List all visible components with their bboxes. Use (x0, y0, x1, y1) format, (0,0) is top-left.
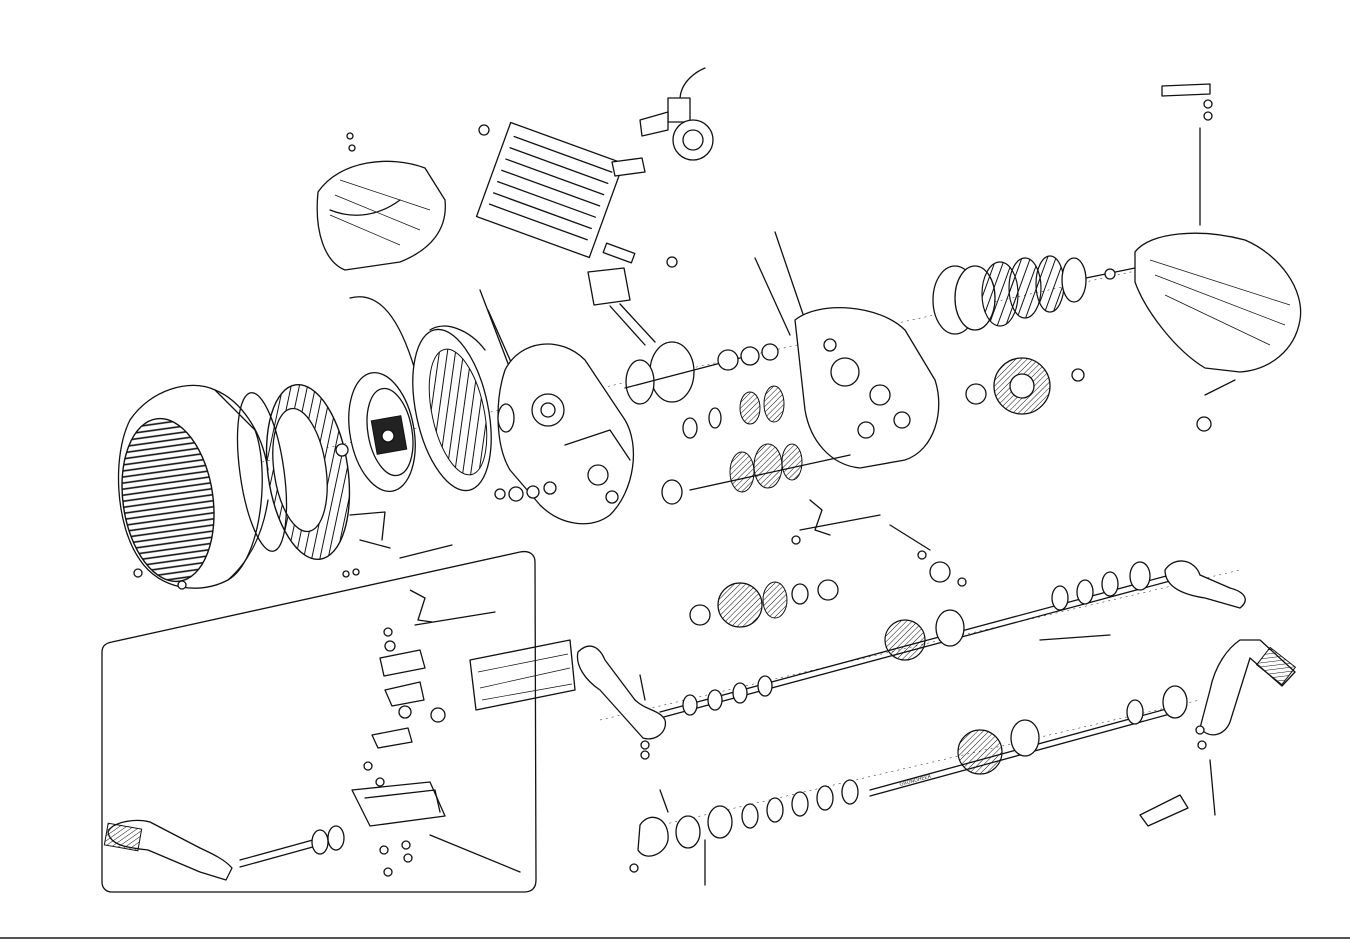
kickstart-shaft: GRONDHEER (629, 685, 1189, 886)
assembly-axes (179, 269, 1241, 831)
inset-gearshift-detail (101, 550, 537, 893)
fan-cover (117, 384, 269, 590)
cylinder-cowl (316, 132, 446, 271)
output-shaft (659, 561, 1171, 719)
piston (587, 267, 656, 346)
right-crankcase (754, 231, 940, 469)
crankshaft (624, 341, 779, 405)
left-crankcase (479, 289, 635, 525)
flywheel (348, 372, 416, 492)
clutch (932, 255, 1136, 335)
gear-cluster (661, 357, 1085, 505)
kickstart-lever (1164, 560, 1297, 816)
cooling-fan-wheel (236, 383, 351, 561)
cylinder (475, 121, 678, 268)
pedal-crank (469, 639, 667, 760)
gearshift-mechanism (791, 499, 967, 587)
carburetor (611, 67, 714, 177)
ignition-stator (349, 296, 492, 492)
left-small-parts (342, 481, 557, 578)
clutch-cover (1134, 83, 1302, 432)
kickstart-gear-assembly (689, 579, 839, 628)
